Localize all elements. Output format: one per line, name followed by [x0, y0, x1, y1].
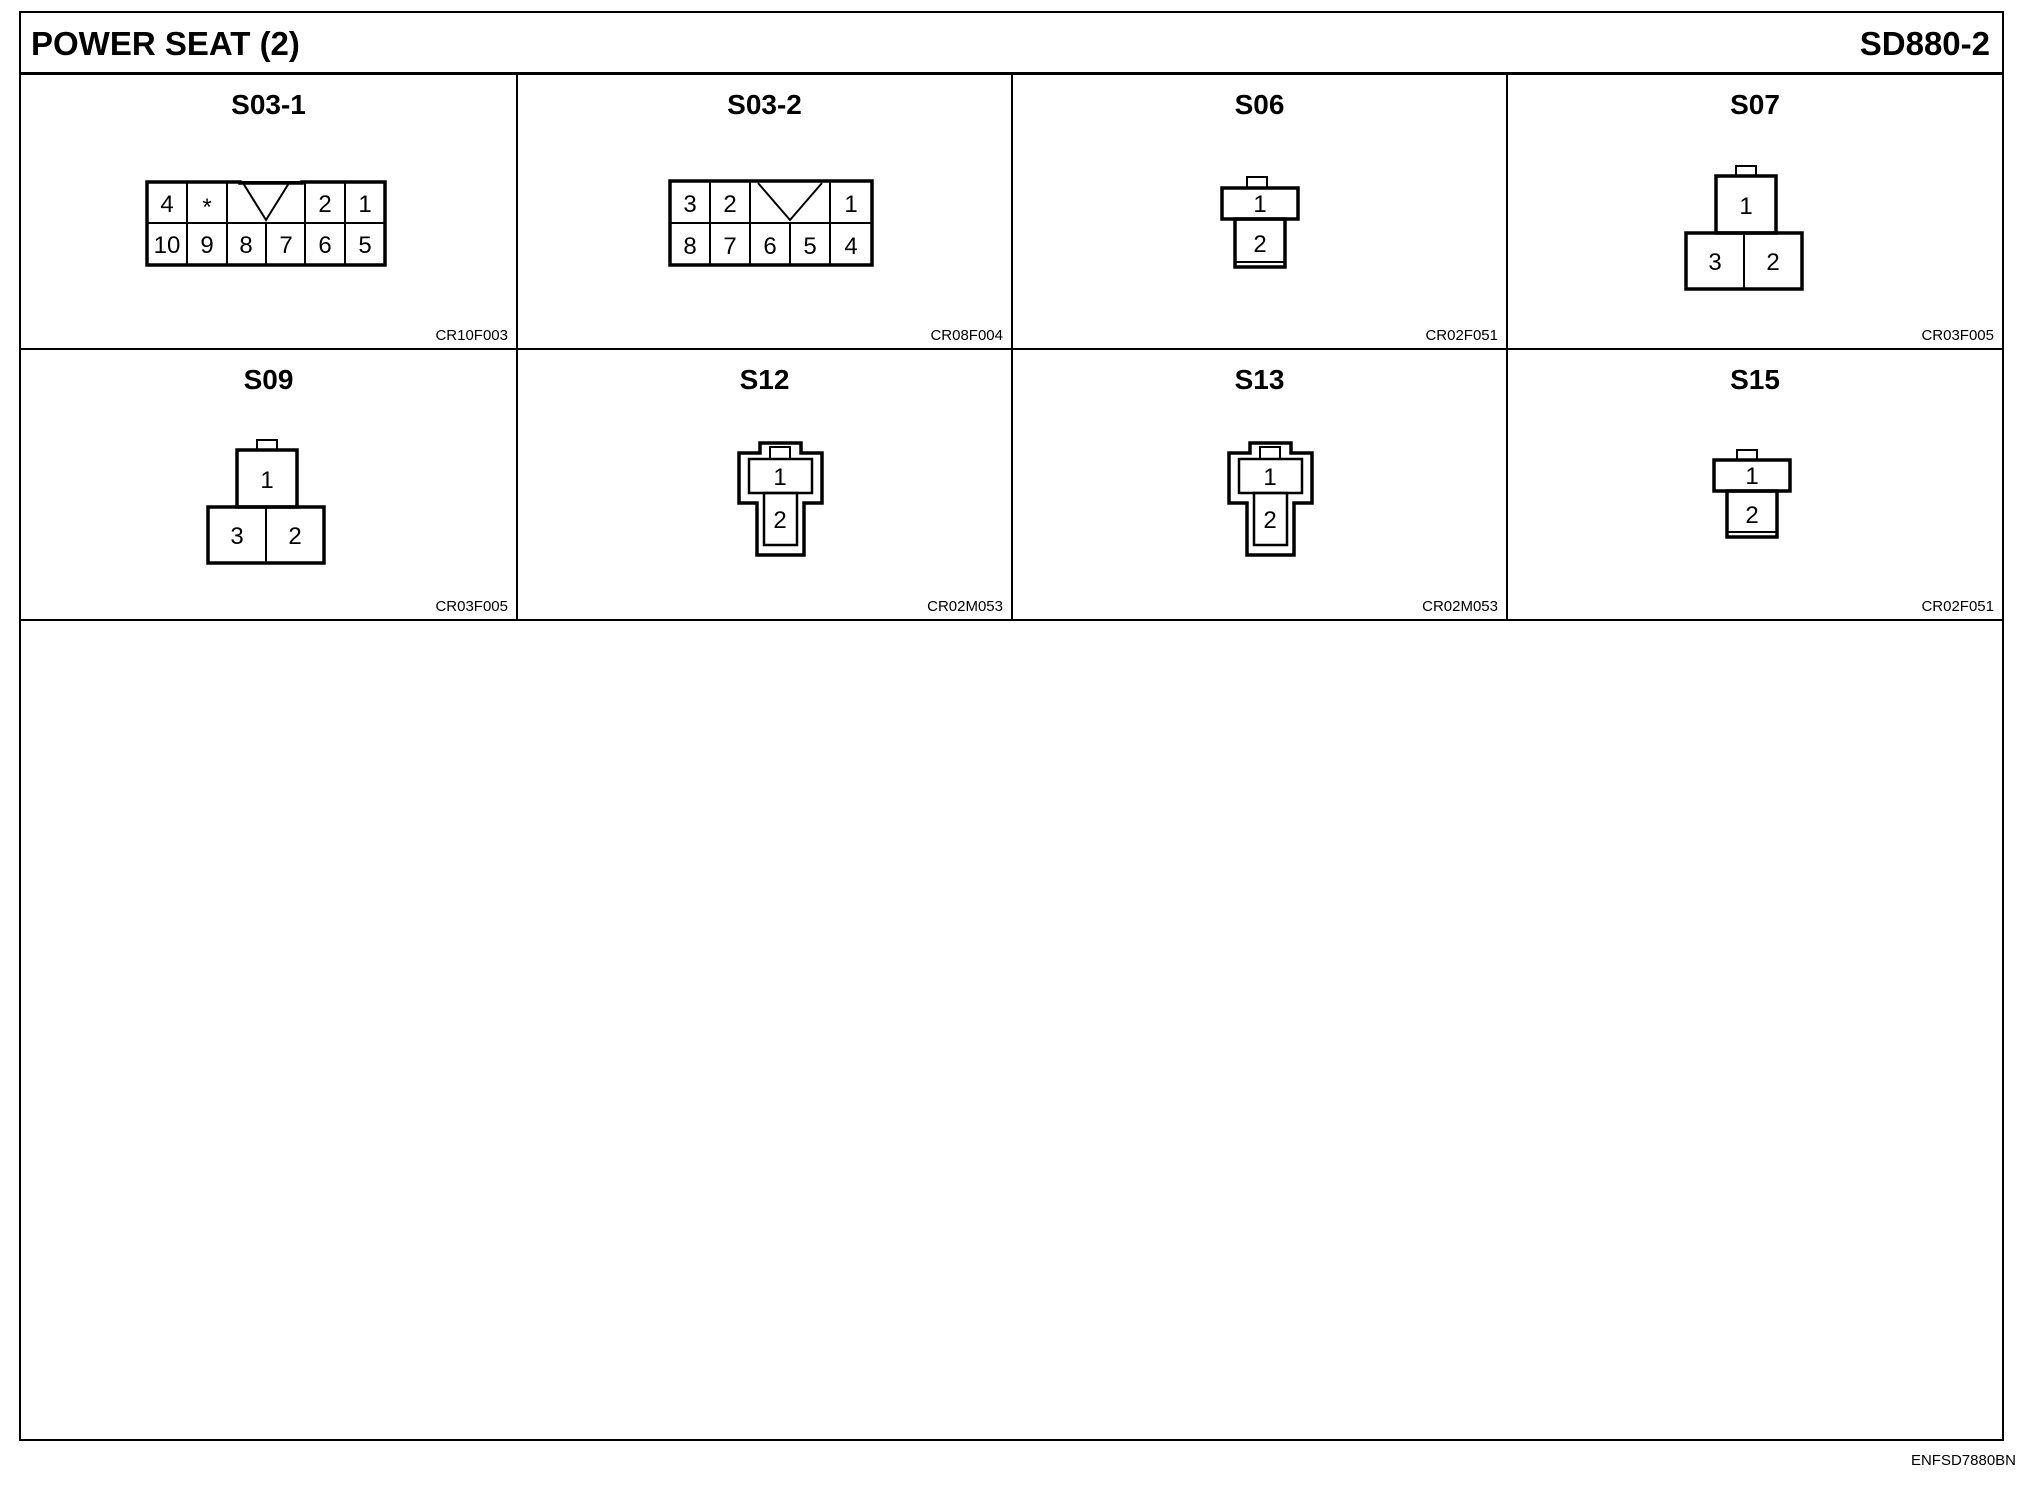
pin-label: 6: [318, 232, 331, 259]
pin-label: 6: [763, 233, 776, 260]
pin-label: 2: [1253, 231, 1266, 258]
pin-label: 2: [318, 191, 331, 218]
pin-label: 7: [723, 233, 736, 260]
pin-label: 3: [230, 523, 243, 550]
connector-2pin-icon: 1 2: [1712, 449, 1792, 539]
part-number: CR02F051: [1921, 598, 1994, 615]
sheet-header: POWER SEAT (2) SD880-2: [21, 13, 2002, 75]
pin-label: 2: [723, 191, 736, 218]
drawing-code: ENFSD7880BN: [1910, 1452, 2016, 1469]
connector-name: S13: [1234, 364, 1285, 395]
pin-label: 2: [288, 523, 301, 550]
pin-label: 10: [154, 232, 181, 259]
pin-label: 2: [1263, 507, 1276, 534]
part-number: CR10F003: [435, 327, 508, 344]
pin-label: 3: [1708, 249, 1721, 276]
pin-label: 4: [160, 191, 173, 218]
pin-label: 1: [1253, 191, 1266, 218]
connector-cell-s07: S07 1 3 2 CR03F005: [1506, 75, 2002, 348]
connector-name: S09: [243, 364, 294, 395]
pin-label: 1: [1263, 464, 1276, 491]
connector-cell-s06: S06 1 2 CR02F051: [1011, 75, 1506, 348]
pin-label: 3: [683, 191, 696, 218]
connector-2pin-male-icon: 1 2: [1227, 441, 1314, 557]
connector-cell-s15: S15 1 2 CR02F051: [1506, 348, 2002, 619]
connector-2pin-icon: 1 2: [1220, 176, 1300, 269]
connector-name: S15: [1730, 364, 1780, 395]
pin-label: 8: [239, 232, 252, 259]
connector-name: S07: [1730, 89, 1780, 120]
pin-label: 2: [1766, 249, 1779, 276]
part-number: CR02M053: [927, 598, 1003, 615]
part-number: CR03F005: [435, 598, 508, 615]
sheet-code: SD880-2: [1859, 25, 1990, 62]
pin-label: 9: [200, 232, 213, 259]
pin-label: 1: [1739, 193, 1752, 220]
part-number: CR02F051: [1425, 327, 1498, 344]
connector-cell-s12: S12 1 2 CR02M053: [516, 348, 1011, 619]
connector-cell-s03-1: S03-1 4: [21, 75, 516, 348]
connector-2pin-male-icon: 1 2: [737, 441, 824, 557]
pin-label: *: [202, 194, 211, 221]
part-number: CR02M053: [1422, 598, 1498, 615]
connector-grid: S03-1 4: [21, 75, 2002, 621]
pin-label: 5: [803, 233, 816, 260]
connector-3pin-icon: 1 3 2: [206, 439, 326, 565]
pin-label: 4: [844, 233, 857, 260]
part-number: CR08F004: [930, 327, 1003, 344]
pin-label: 5: [358, 232, 371, 259]
connector-3pin-icon: 1 3 2: [1684, 165, 1804, 291]
pin-label: 1: [844, 191, 857, 218]
pin-label: 1: [260, 467, 273, 494]
pin-label: 1: [358, 191, 371, 218]
pin-label: 2: [1745, 502, 1758, 529]
pin-label: 7: [279, 232, 292, 259]
connector-8pin-icon: 3 2 1 8 7 6 5 4: [668, 179, 874, 267]
connector-name: S12: [739, 364, 790, 395]
pin-label: 8: [683, 233, 696, 260]
connector-cell-s03-2: S03-2 3 2 1 8 7 6: [516, 75, 1011, 348]
connector-name: S03-2: [727, 89, 802, 120]
pin-label: 2: [773, 507, 786, 534]
connector-name: S06: [1234, 89, 1285, 120]
connector-cell-s09: S09 1 3 2 CR03F005: [21, 348, 516, 619]
connector-10pin-icon: 4 * 2 1 10 9 8 7 6 5: [145, 180, 387, 267]
part-number: CR03F005: [1921, 327, 1994, 344]
connector-cell-s13: S13 1 2 CR02M053: [1011, 348, 1506, 619]
pin-label: 1: [1745, 463, 1758, 490]
diagram-sheet: POWER SEAT (2) SD880-2 S03-1: [19, 11, 2004, 1441]
connector-name: S03-1: [231, 89, 306, 120]
pin-label: 1: [773, 464, 786, 491]
page-title: POWER SEAT (2): [31, 25, 300, 62]
